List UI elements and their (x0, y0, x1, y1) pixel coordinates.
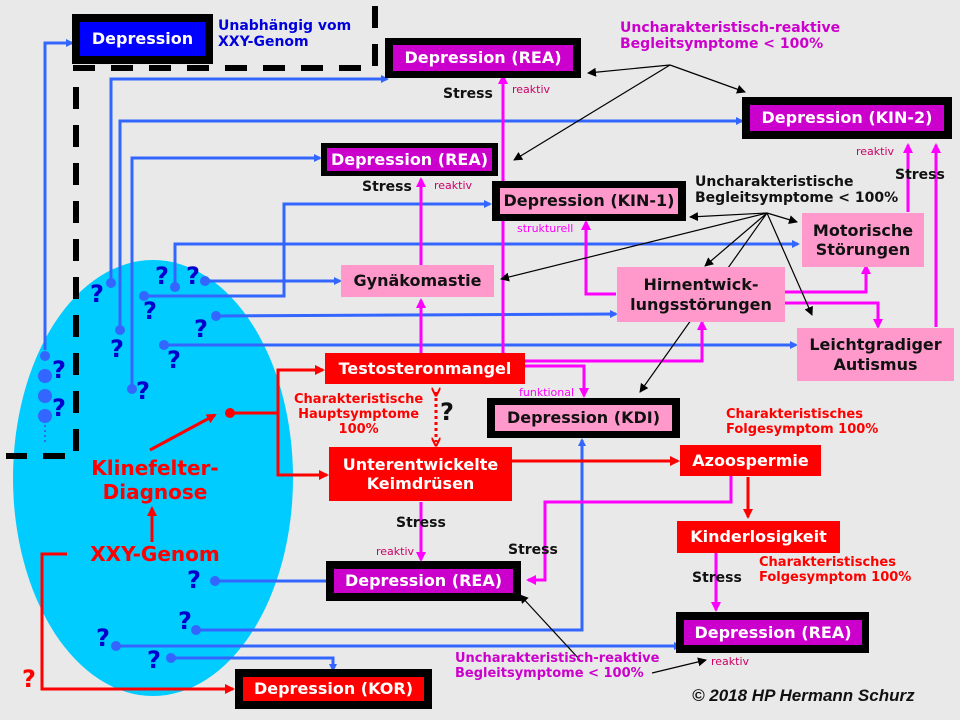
stress-label-kin2: Stress (895, 167, 945, 183)
wire-to-kor (171, 656, 337, 672)
depression-rea-top-node[interactable]: Depression (REA) (393, 45, 573, 71)
wire-klinefelter-branch (149, 413, 217, 452)
question-mark: ? (96, 624, 110, 652)
wire-testo-hirn (524, 320, 707, 363)
azoospermie-node[interactable]: Azoospermie (680, 445, 821, 476)
question-mark: ? (147, 646, 161, 674)
reaktiv-label-kin2: reaktiv (856, 145, 895, 158)
question-mark: ? (167, 346, 181, 374)
question-mark: ? (178, 607, 192, 635)
depression-rea-right-node[interactable]: Depression (REA) (684, 620, 862, 645)
question-mark: ? (136, 377, 150, 405)
wire-hirn-motor (784, 264, 871, 294)
stress-label-keim: Stress (396, 515, 446, 531)
stress-label-azoo: Stress (508, 542, 558, 558)
stress-label-kinder: Stress (692, 570, 742, 586)
reaktiv-label-keim: reaktiv (376, 545, 415, 558)
reaktiv-label-top: reaktiv (512, 83, 551, 96)
wire-to-depression-independent (43, 39, 74, 350)
wire-to-rea-mid (130, 154, 322, 389)
question-mark: ? (110, 335, 124, 363)
question-mark: ? (52, 394, 66, 422)
question-mark: ? (155, 262, 169, 290)
uncharakteristische-mid: Uncharakteristische Begleitsymptome < 10… (695, 174, 899, 207)
uncharakteristisch-reaktive-bottom: Uncharakteristisch-reaktive Begleitsympt… (455, 651, 660, 681)
wire-xxy-kor (40, 552, 235, 694)
question-mark: ? (194, 315, 208, 343)
wire-to-motorische (173, 240, 800, 287)
testosteronmangel-node[interactable]: Testosteronmangel (325, 353, 525, 384)
question-mark: ? (186, 262, 200, 290)
question-mark: ? (187, 566, 201, 594)
wire-hauptsymptome-keim (276, 413, 329, 480)
funktional-label: funktional (519, 386, 575, 399)
depression-kdi-node[interactable]: Depression (KDI) (495, 405, 672, 431)
hirnentwicklung-node[interactable]: Hirnentwick-lungsstörungen (617, 267, 785, 322)
folgesymptom-label-1: Charakteristisches Folgesymptom 100% (726, 407, 879, 437)
depression-kin1-node[interactable]: Depression (KIN-1) (500, 188, 678, 214)
wire-to-kin1 (144, 200, 492, 298)
reaktiv-label-mid: reaktiv (434, 179, 473, 192)
reaktiv-label-right: reaktiv (711, 655, 750, 668)
xxy-genome-ellipse (13, 260, 293, 696)
depression-independent-node[interactable]: Depression (80, 22, 205, 56)
strukturell-label: strukturell (517, 222, 574, 235)
copyright: © 2018 HP Hermann Schurz (692, 686, 915, 705)
uncertain-link-question: ? (440, 398, 454, 426)
depression-kor-node[interactable]: Depression (KOR) (243, 677, 424, 701)
stress-label-mid: Stress (362, 179, 412, 195)
wire-testo-kdi (524, 364, 589, 398)
wire-azoo-rea-low (526, 476, 733, 585)
wire-to-rea-top (109, 75, 389, 283)
kinderlosigkeit-node[interactable]: Kinderlosigkeit (677, 521, 840, 553)
xxy-genom: XXY-Genom (90, 542, 220, 566)
klinefelter-diagnose: Klinefelter- Diagnose (91, 456, 219, 504)
depression-rea-mid-node[interactable]: Depression (REA) (327, 148, 492, 171)
independent-boundary (6, 6, 378, 459)
folgesymptom-label-2: Charakteristisches Folgesymptom 100% (759, 555, 912, 585)
question-mark: ? (90, 280, 104, 308)
stress-label-top: Stress (443, 86, 493, 102)
hauptsymptome-label: Charakteristische Hauptsymptome 100% (294, 392, 424, 437)
independent-note: Unabhängig vom XXY-Genom (218, 18, 352, 51)
wire-to-hirnentwicklung (215, 310, 618, 319)
uncharakteristisch-reaktive-top: Uncharakteristisch-reaktive Begleitsympt… (620, 20, 841, 53)
wire-hirn-kin1 (581, 220, 616, 296)
wire-hauptsymptome-testo (230, 365, 325, 415)
wire-hirn-autismus (784, 301, 883, 329)
wire-to-kin2 (118, 117, 744, 330)
question-mark: ? (143, 297, 157, 325)
question-mark: ? (52, 356, 66, 384)
depression-kin2-node[interactable]: Depression (KIN-2) (750, 105, 944, 131)
question-mark-red: ? (22, 665, 36, 693)
depression-rea-low-node[interactable]: Depression (REA) (334, 569, 513, 593)
gynaekomastie-node[interactable]: Gynäkomastie (341, 265, 494, 297)
